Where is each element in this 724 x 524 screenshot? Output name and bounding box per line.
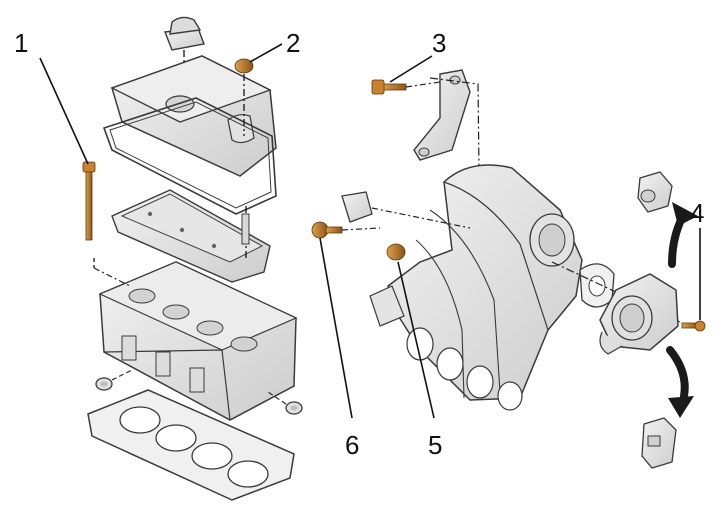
throttle-body-bolt [681, 228, 706, 332]
manifold-bracket [413, 69, 471, 161]
idle-control-valve [637, 171, 673, 213]
oil-filler-cap [164, 16, 205, 96]
intake-manifold [369, 164, 583, 411]
head-plug-right [267, 391, 303, 415]
valve-cover [110, 55, 277, 177]
bracket-bolt [371, 55, 481, 257]
head-plug-left [95, 369, 133, 391]
throttle-position-sensor [641, 417, 677, 469]
callout-number-1: 1 [14, 28, 29, 58]
sensor-bolt [311, 221, 381, 419]
baffle-plate [111, 189, 271, 283]
cover-gasket [102, 97, 277, 215]
removal-arrow-down [666, 346, 694, 418]
callout-number-6: 6 [345, 430, 360, 460]
callout-number-3: 3 [432, 28, 447, 58]
cover-fastener [234, 43, 283, 136]
throttle-body [599, 273, 679, 355]
removal-arrow-up [668, 202, 698, 268]
callout-number-5: 5 [428, 430, 443, 460]
callout-number-4: 4 [690, 198, 705, 228]
manifold-nut [386, 243, 435, 419]
callout-number-2: 2 [286, 28, 301, 58]
cylinder-head-bolt [39, 57, 96, 241]
head-gasket [87, 389, 295, 501]
inlet-sensor [341, 191, 471, 229]
cylinder-head [93, 258, 298, 421]
